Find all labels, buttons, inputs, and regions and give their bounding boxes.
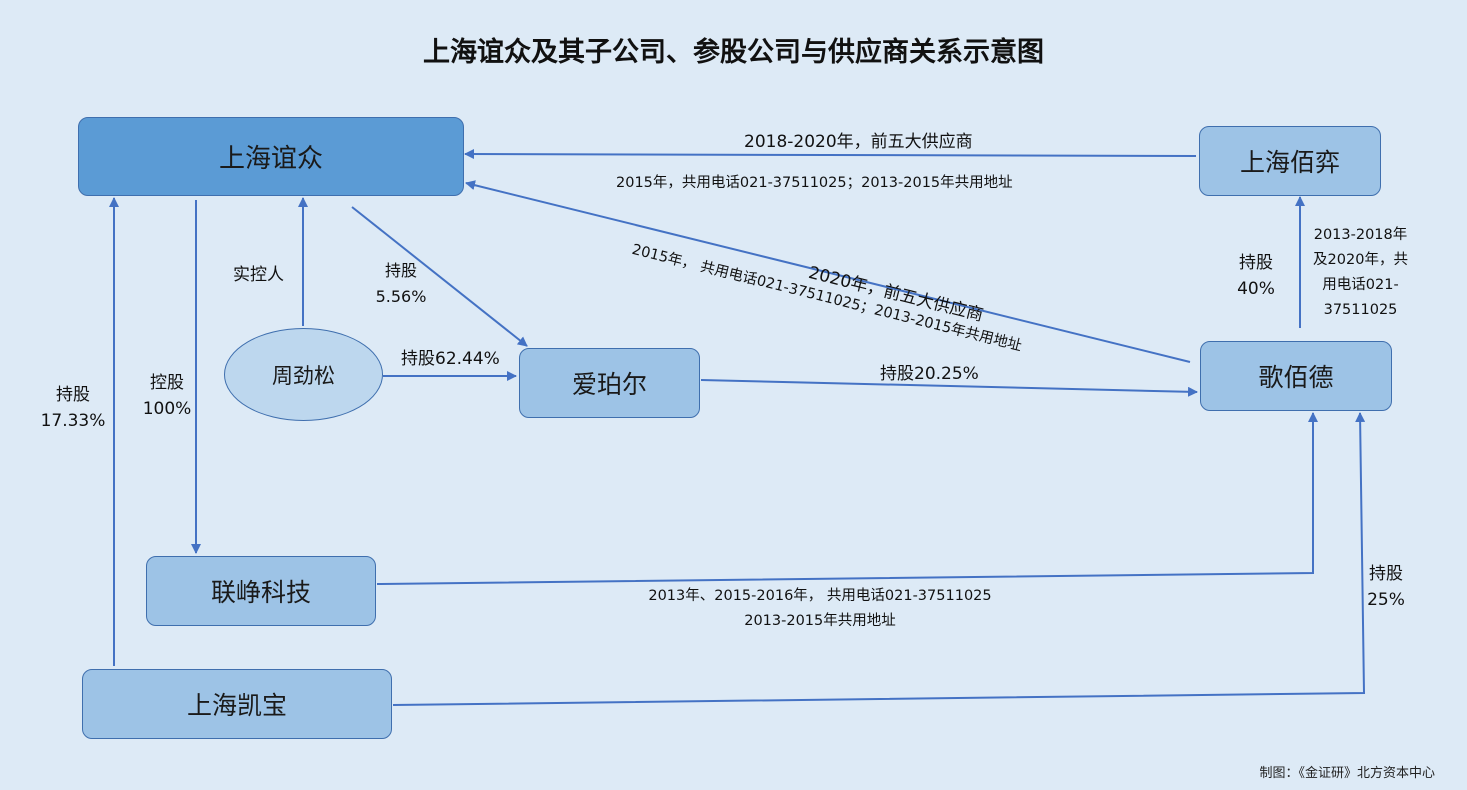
label-lianzheng-gebaide-shared: 2013年、2015-2016年， 共用电话021-37511025 2013-… bbox=[620, 584, 1020, 634]
label-gebaide-baiyi-shared-2: 及2020年，共 bbox=[1313, 252, 1408, 268]
label-yizhong-lianzheng-control: 控股 100% bbox=[138, 370, 196, 422]
node-lianzheng: 联峥科技 bbox=[146, 556, 376, 626]
node-shanghai-yizhong: 上海谊众 bbox=[78, 117, 464, 196]
label-lianzheng-gebaide-shared-2: 2013-2015年共用地址 bbox=[744, 613, 896, 629]
label-yizhong-aipoer-share: 持股 5.56% bbox=[372, 258, 430, 310]
label-baiyi-yizhong-shared: 2015年，共用电话021-37511025；2013-2015年共用地址 bbox=[616, 175, 1013, 191]
arrow-lianzheng-to-gebaide bbox=[376, 412, 1318, 585]
arrow-baiyi-to-yizhong bbox=[464, 149, 1197, 160]
label-gebaide-baiyi-shared-1: 2013-2018年 bbox=[1313, 227, 1408, 243]
label-gebaide-baiyi-shared: 2013-2018年 及2020年，共 用电话021- 37511025 bbox=[1301, 223, 1420, 323]
label-yizhong-aipoer-share-2: 5.56% bbox=[375, 287, 427, 306]
arrow-kaibao-to-gebaide bbox=[392, 412, 1366, 706]
label-kaibao-yizhong-share-2: 17.33% bbox=[40, 411, 106, 431]
node-shanghai-baiyi: 上海佰弈 bbox=[1199, 126, 1381, 196]
label-kaibao-gebaide-share-1: 持股 bbox=[1369, 564, 1403, 584]
credit-text: 制图：《金证研》北方资本中心 bbox=[1259, 766, 1435, 781]
arrow-yizhong-to-aipoer bbox=[351, 206, 528, 347]
arrow-gebaide-to-yizhong bbox=[465, 180, 1191, 363]
label-yizhong-lianzheng-control-1: 控股 bbox=[150, 373, 184, 393]
label-kaibao-gebaide-share: 持股 25% bbox=[1360, 561, 1412, 613]
label-gebaide-baiyi-share: 持股 40% bbox=[1230, 250, 1282, 302]
node-aipoer: 爱珀尔 bbox=[519, 348, 700, 418]
label-yizhong-lianzheng-control-2: 100% bbox=[142, 399, 192, 419]
label-kaibao-yizhong-share: 持股 17.33% bbox=[38, 382, 108, 434]
node-shanghai-kaibao: 上海凯宝 bbox=[82, 669, 392, 739]
label-yizhong-aipoer-share-1: 持股 bbox=[384, 261, 417, 280]
node-zhou-jinsong: 周劲松 bbox=[224, 328, 383, 421]
label-zhou-aipoer-share: 持股62.44% bbox=[401, 349, 500, 369]
label-kaibao-gebaide-share-2: 25% bbox=[1367, 590, 1405, 610]
label-gebaide-baiyi-shared-3: 用电话021- bbox=[1322, 277, 1399, 293]
label-baiyi-yizhong-supplier: 2018-2020年，前五大供应商 bbox=[744, 132, 973, 152]
diagram-title: 上海谊众及其子公司、参股公司与供应商关系示意图 bbox=[423, 37, 1044, 68]
label-aipoer-gebaide-share: 持股20.25% bbox=[880, 364, 979, 384]
label-gebaide-baiyi-share-2: 40% bbox=[1237, 279, 1275, 299]
label-gebaide-baiyi-shared-4: 37511025 bbox=[1323, 302, 1398, 318]
label-lianzheng-gebaide-shared-1: 2013年、2015-2016年， 共用电话021-37511025 bbox=[648, 588, 992, 604]
node-gebaide: 歌佰德 bbox=[1200, 341, 1392, 411]
arrow-aipoer-to-gebaide bbox=[700, 379, 1198, 397]
label-gebaide-baiyi-share-1: 持股 bbox=[1239, 253, 1273, 273]
label-kaibao-yizhong-share-1: 持股 bbox=[56, 385, 90, 405]
label-actual-controller: 实控人 bbox=[233, 265, 284, 285]
